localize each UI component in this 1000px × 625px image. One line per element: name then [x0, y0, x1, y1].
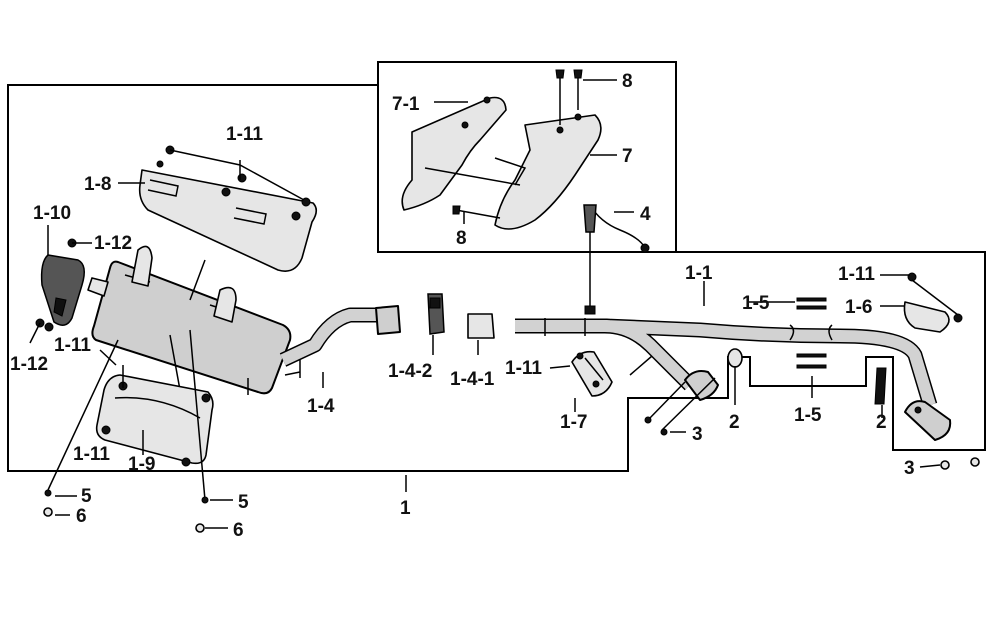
washer-6-left	[43, 507, 53, 517]
exhaust-springs	[789, 297, 833, 369]
exhaust-flange-left	[684, 370, 719, 401]
pipe-clamp	[375, 293, 445, 335]
label-5-right: 5	[238, 492, 249, 513]
leader-bolt-5-left	[47, 339, 119, 491]
label-7-1: 7-1	[392, 94, 420, 115]
label-8-bottom: 8	[456, 228, 467, 249]
washer-6-right	[195, 523, 205, 533]
bracket-7	[424, 113, 602, 230]
bolt-8-top-a	[555, 69, 565, 79]
label-2-left: 2	[729, 412, 740, 433]
label-8-top: 8	[622, 71, 633, 92]
label-5-left: 5	[81, 486, 92, 507]
bolt-8-top-b	[573, 69, 583, 79]
label-6-left: 6	[76, 506, 87, 527]
label-1-1: 1-1	[685, 263, 713, 284]
label-1-12-bottom: 1-12	[10, 354, 48, 375]
bolt-8-bottom	[455, 209, 501, 219]
label-1: 1	[400, 498, 411, 519]
label-1-4-1: 1-4-1	[450, 369, 495, 390]
leader-upper-shield	[169, 149, 305, 201]
label-1-11-top: 1-11	[226, 124, 263, 145]
bolt-5-right	[201, 496, 209, 504]
muffler-body	[87, 245, 292, 395]
label-6-right: 6	[233, 520, 244, 541]
label-1-5-bottom: 1-5	[794, 405, 822, 426]
pipe-gasket	[467, 313, 495, 339]
header-heat-shield	[903, 301, 950, 333]
exhaust-flange-right	[904, 400, 952, 441]
muffler-assembly-frame	[7, 84, 986, 472]
leader-end-cap	[29, 225, 92, 344]
gasket-2-left	[727, 348, 743, 368]
bolt-5-left	[44, 489, 52, 497]
label-1-12-top: 1-12	[94, 233, 132, 254]
label-1-5-top: 1-5	[742, 293, 770, 314]
label-1-11-right: 1-11	[838, 264, 875, 285]
label-1-10: 1-10	[33, 203, 71, 224]
label-3-center: 3	[692, 424, 703, 445]
muffler-end-cap	[35, 238, 85, 332]
leader-lower-shield	[122, 365, 144, 455]
label-1-4-2: 1-4-2	[388, 361, 432, 382]
label-1-8: 1-8	[84, 174, 111, 195]
label-1-11-left: 1-11	[54, 335, 91, 356]
label-7: 7	[622, 146, 633, 167]
label-1-11-bottom: 1-11	[73, 444, 110, 465]
label-1-6: 1-6	[845, 297, 872, 318]
oxygen-sensor	[583, 204, 650, 253]
label-1-7: 1-7	[560, 412, 587, 433]
label-1-4: 1-4	[307, 396, 335, 417]
label-1-9: 1-9	[128, 454, 155, 475]
bracket-group-frame	[377, 61, 677, 252]
nut-3-right-b	[970, 457, 980, 467]
leader-bolt-5-right	[189, 329, 206, 501]
label-1-11-heatshield: 1-11	[505, 358, 542, 379]
label-2-right: 2	[876, 412, 887, 433]
label-4: 4	[640, 204, 651, 225]
gasket-2-right	[874, 367, 887, 405]
upper-heat-shield	[138, 145, 318, 272]
label-3-right: 3	[904, 458, 915, 479]
nut-3-right-a	[940, 460, 950, 470]
bracket-7-1	[401, 96, 507, 211]
